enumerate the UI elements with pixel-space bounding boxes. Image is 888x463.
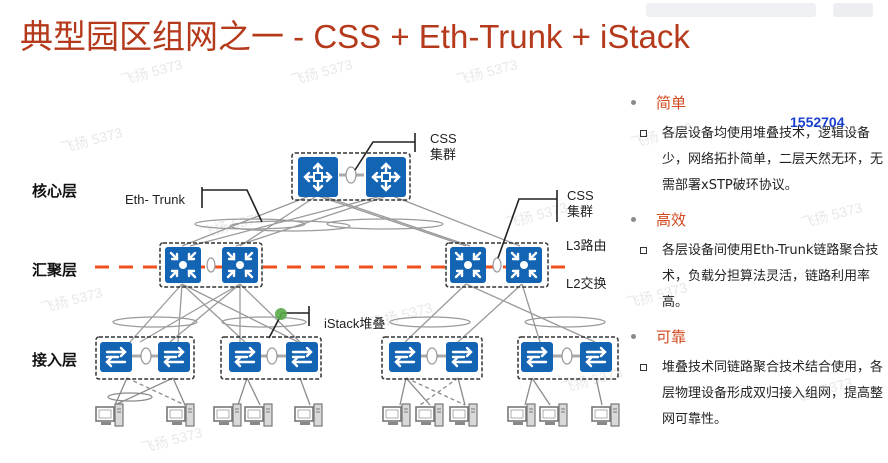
access-stack-4: [517, 336, 619, 380]
benefit-heading: 可靠: [656, 328, 687, 346]
agg-switch-icon: [163, 245, 203, 285]
pc-icon: [166, 403, 195, 427]
bullet-dot-icon: [631, 100, 636, 105]
pc-icon: [415, 403, 444, 427]
pc-icon: [244, 403, 273, 427]
benefit-heading: 高效: [656, 211, 687, 229]
top-toolbar-blur: [638, 0, 888, 22]
layer-label-core: 核心层: [32, 182, 78, 200]
pc-row: [95, 403, 620, 427]
access-stack-3: [381, 336, 483, 380]
access-stack-1: [95, 336, 195, 380]
benefit-detail-text: 各层设备均使用堆叠技术，逻辑设备少，网络拓扑简单，二层天然无环，无需部署xSTP…: [662, 126, 884, 193]
blurred-toolbar-text: [646, 3, 816, 17]
agg-access-links: [112, 283, 606, 343]
css-cluster2-label-line1: CSS: [567, 188, 594, 203]
core-css-cluster-box: [291, 152, 411, 201]
bullet-dot-icon: [631, 217, 636, 222]
eth-trunk-label: Eth- Trunk: [125, 192, 185, 207]
benefits-list: 简单 各层设备均使用堆叠技术，逻辑设备少，网络拓扑简单，二层天然无环，无需部署x…: [624, 92, 886, 433]
pc-icon: [507, 403, 536, 427]
sub-bullet-square-icon: [640, 364, 647, 371]
benefit-detail: 各层设备间使用Eth-Trunk链路聚合技术，负载分担算法灵活，链路利用率高。: [640, 238, 884, 316]
agg-switch-icon: [504, 245, 544, 285]
istack-label: iStack堆叠: [324, 316, 386, 331]
benefit-heading: 简单: [656, 94, 687, 112]
benefit-detail-text: 堆叠技术同链路聚合技术结合使用，各层物理设备形成双归接入组网，提高整网可靠性。: [662, 360, 884, 427]
pc-icon: [294, 403, 323, 427]
core-agg-links: [181, 194, 521, 247]
benefit-efficient: 高效 各层设备间使用Eth-Trunk链路聚合技术，负载分担算法灵活，链路利用率…: [624, 209, 886, 316]
css-cluster2-label: CSS 集群: [567, 188, 594, 220]
pc-icon: [449, 403, 478, 427]
l3-routing-label: L3路由: [566, 238, 607, 253]
pc-icon: [591, 403, 620, 427]
agg-switch-icon: [220, 245, 260, 285]
benefit-detail: 堆叠技术同链路聚合技术结合使用，各层物理设备形成双归接入组网，提高整网可靠性。: [640, 355, 884, 433]
sub-bullet-square-icon: [640, 130, 647, 137]
cluster-link-ellipse: [345, 166, 357, 184]
css-cluster2-label-line2: 集群: [567, 204, 594, 219]
benefit-detail: 各层设备均使用堆叠技术，逻辑设备少，网络拓扑简单，二层天然无环，无需部署xSTP…: [640, 121, 884, 199]
agg-css-cluster-box-right: [445, 242, 549, 288]
l2-switching-label: L2交换: [566, 276, 607, 291]
core-switch-icon: [364, 155, 408, 199]
benefit-reliable: 可靠 堆叠技术同链路聚合技术结合使用，各层物理设备形成双归接入组网，提高整网可靠…: [624, 326, 886, 433]
topology-svg: [95, 133, 620, 427]
access-stack-2: [220, 336, 322, 380]
pc-icon: [382, 403, 411, 427]
layer-label-access: 接入层: [32, 351, 78, 369]
access-pc-links: [107, 377, 603, 406]
layer-label-aggregation: 汇聚层: [32, 261, 78, 279]
pc-icon: [539, 403, 568, 427]
agg-switch-icon: [448, 245, 488, 285]
sub-bullet-square-icon: [640, 247, 647, 254]
agg-css-cluster-box-left: [159, 242, 263, 288]
blurred-logo: [833, 3, 873, 17]
pc-icon: [95, 403, 124, 427]
istack-marker: [275, 308, 287, 320]
benefit-detail-text: 各层设备间使用Eth-Trunk链路聚合技术，负载分担算法灵活，链路利用率高。: [662, 243, 879, 310]
overlay-number: 1552704: [790, 114, 845, 130]
slide-title: 典型园区组网之一 - CSS + Eth-Trunk + iStack: [20, 18, 690, 55]
core-switch-icon: [296, 155, 340, 199]
pc-icon: [213, 403, 242, 427]
callout-lines: [201, 133, 558, 339]
css-cluster-label-line2: 集群: [430, 147, 457, 162]
css-cluster-label: CSS 集群: [430, 131, 457, 163]
benefit-simple: 简单 各层设备均使用堆叠技术，逻辑设备少，网络拓扑简单，二层天然无环，无需部署x…: [624, 92, 886, 199]
css-cluster-label-line1: CSS: [430, 131, 457, 146]
bullet-dot-icon: [631, 334, 636, 339]
network-topology-diagram: [0, 80, 630, 463]
